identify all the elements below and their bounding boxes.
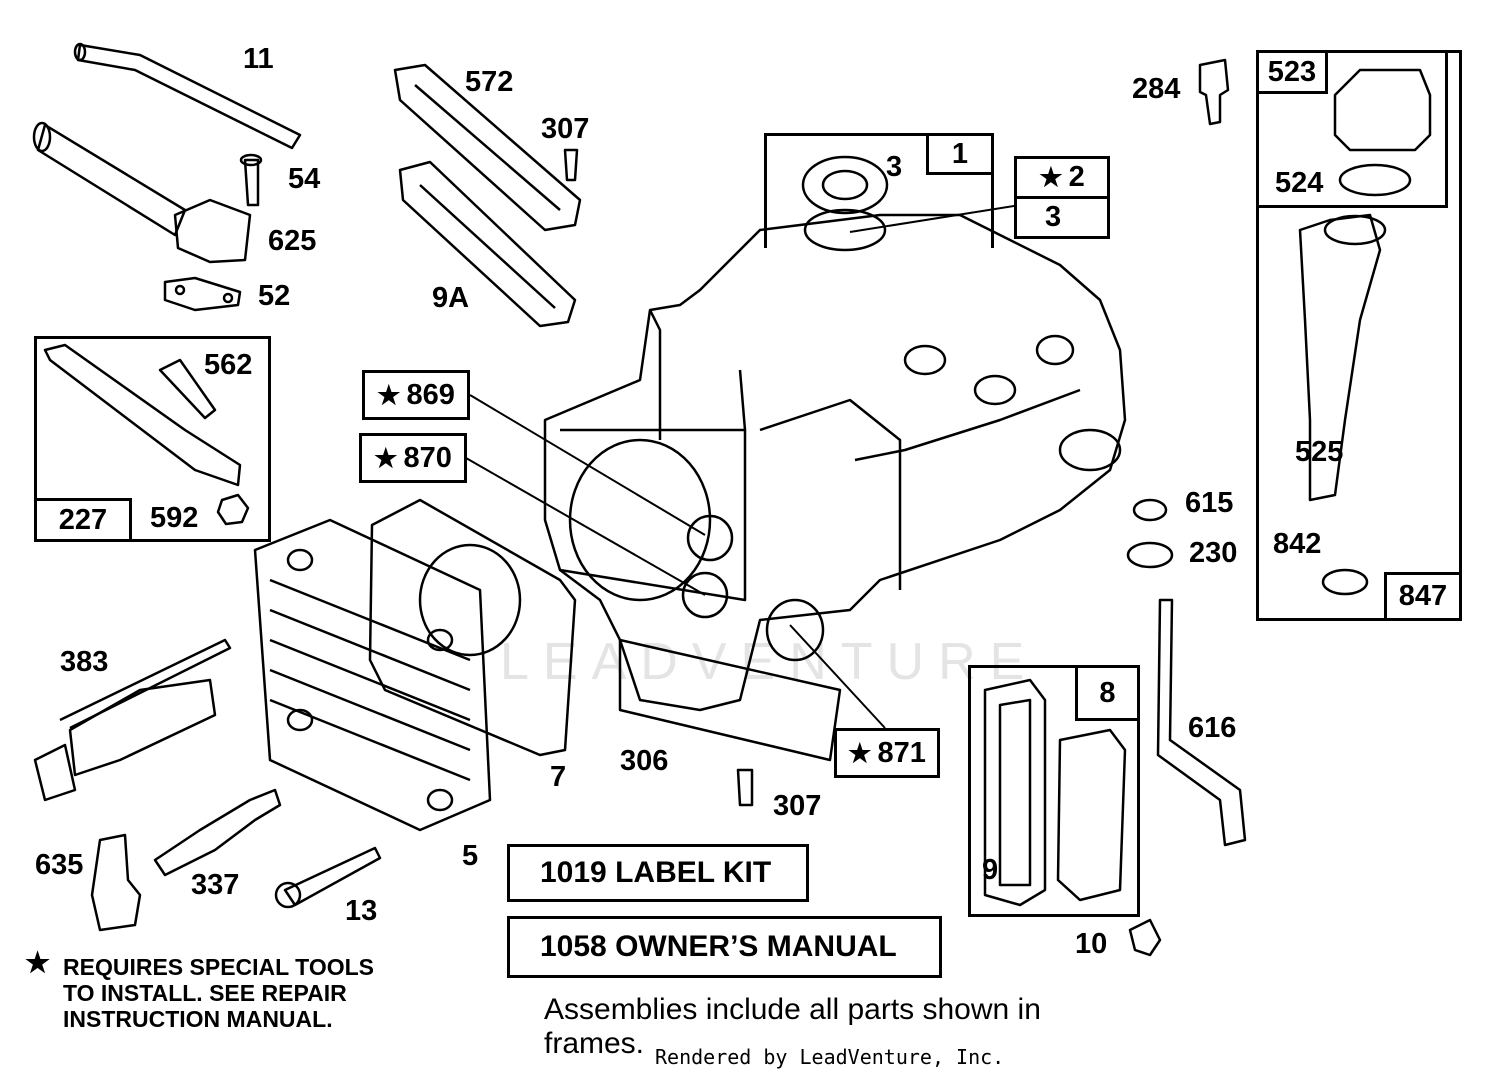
part-label-635: 635 [35,849,84,881]
boxed-label-870: ★ 870 [359,433,467,483]
frame-assembly-1 [764,133,994,248]
part-label-306: 306 [620,745,669,777]
boxed-label-870-text: 870 [403,441,452,474]
leader-871 [789,624,886,729]
part-label-52: 52 [258,280,291,312]
part-label-625: 625 [268,225,317,257]
part-label-9: 9 [982,854,999,886]
boxed-label-2: ★ 2 [1014,156,1110,199]
part-label-5: 5 [462,840,479,872]
part-label-572: 572 [465,66,514,98]
gasket-572-drawing [393,63,582,232]
screw-54-drawing [243,158,260,207]
watermark: LEADVENTURE [500,633,1039,691]
boxed-label-1-text: 1 [951,137,969,170]
leader-870 [465,457,706,596]
part-label-13: 13 [345,895,378,927]
part-label-54: 54 [288,163,321,195]
part-label-524: 524 [1275,167,1324,199]
boxed-label-227-text: 227 [58,503,108,536]
spark-plug-337-drawing [153,788,282,877]
cap-523-drawing [1333,68,1432,152]
cylinder-head-5-drawing [253,518,492,832]
star-icon: ★ [1039,162,1063,192]
frame-assembly-227 [34,336,271,542]
part-label-842: 842 [1273,528,1322,560]
dipstick-616-drawing [1156,598,1247,847]
note-line-1: REQUIRES SPECIAL TOOLS [63,954,374,980]
gasket-9A-drawing [398,160,577,328]
boxed-label-847-text: 847 [1398,580,1448,612]
nut-592-drawing [216,493,250,526]
boxed-label-871: ★ 871 [834,728,940,778]
frame-assembly-847 [1256,50,1462,621]
bracket-227-drawing [43,343,242,487]
part-label-592: 592 [150,502,199,534]
owners-manual-box: 1058 OWNER’S MANUAL [507,916,942,978]
bolt-562-drawing [158,358,217,420]
boxed-label-227: 227 [34,498,132,542]
rendered-by-credit: Rendered by LeadVenture, Inc. [655,1045,1005,1069]
note-line-3: INSTRUCTION MANUAL. [63,1006,333,1032]
part-label-3: 3 [886,151,903,183]
star-icon: ★ [848,737,872,768]
boxed-label-8-text: 8 [1099,676,1116,709]
boxed-label-847: 847 [1384,572,1462,621]
frame-assembly-8 [968,665,1140,917]
head-gasket-7-drawing [368,498,577,757]
gasket-52-drawing [163,276,242,312]
boxed-label-871-text: 871 [877,736,926,769]
screw-10-drawing [1128,918,1162,957]
boxed-label-3-text: 3 [1045,201,1062,233]
part-label-10: 10 [1075,928,1108,960]
part-label-9A: 9A [432,282,470,314]
part-label-616: 616 [1188,712,1237,744]
part-label-337: 337 [191,869,240,901]
boxed-label-3: 3 [1014,196,1110,239]
part-label-383: 383 [60,646,109,678]
boxed-label-523-text: 523 [1267,55,1317,88]
oring-524-drawing [1338,163,1412,197]
part-label-307-bottom: 307 [773,790,822,822]
washer-230-drawing [1126,541,1174,569]
leader-869 [469,394,706,536]
cover-8-drawing [1056,728,1127,902]
bolt-284-drawing [1198,58,1230,126]
part-label-615: 615 [1185,487,1234,519]
star-icon: ★ [25,947,51,978]
screw-307a-drawing [563,148,579,182]
part-label-230: 230 [1189,537,1238,569]
star-icon: ★ [374,442,398,473]
elbow-635-drawing [90,833,142,932]
part-label-562: 562 [204,349,253,381]
crankcase-drawing [543,208,1127,762]
boxed-label-869: ★ 869 [362,370,470,420]
gasket-9-drawing [983,678,1047,907]
bracket-625-drawing [173,198,252,264]
part-label-284: 284 [1132,73,1181,105]
part-label-525: 525 [1295,436,1344,468]
boxed-label-869-text: 869 [406,378,455,411]
boxed-label-8: 8 [1075,665,1140,721]
tube-drawing [36,123,187,237]
boxed-label-2-text: 2 [1068,161,1085,193]
part-label-7: 7 [550,761,567,793]
part-label-307-top: 307 [541,113,590,145]
screw-307b-drawing [736,768,754,807]
note-line-2: TO INSTALL. SEE REPAIR [63,980,347,1006]
special-tools-note: ★ REQUIRES SPECIAL TOOLS TO INSTALL. SEE… [25,949,374,1033]
bolt-13-drawing [283,846,382,907]
part-label-11: 11 [243,43,274,75]
seal-3-drawing [801,155,889,215]
boxed-label-523: 523 [1256,50,1328,94]
boxed-label-1: 1 [926,133,994,175]
washer-615-drawing [1132,498,1168,522]
assemblies-note: Assemblies include all parts shown in fr… [544,993,1041,1060]
label-kit-box: 1019 LABEL KIT [507,844,809,902]
star-icon: ★ [377,379,401,410]
oring-842-drawing [1321,568,1369,596]
